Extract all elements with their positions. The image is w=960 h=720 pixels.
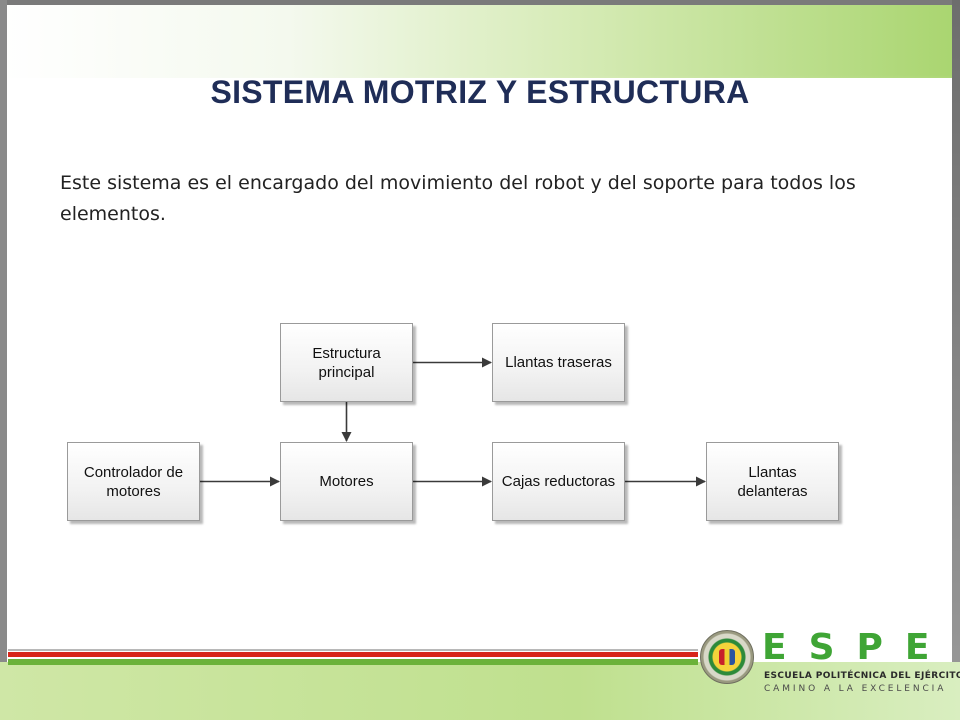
node-label: Llantas delanteras (737, 463, 808, 500)
logo-letters: ESPE (762, 627, 952, 668)
logo-institution-name: ESCUELA POLITÉCNICA DEL EJÉRCITO (764, 671, 960, 681)
slide-title: SISTEMA MOTRIZ Y ESTRUCTURA (210, 74, 750, 110)
slide-body-text: Este sistema es el encargado del movimie… (60, 172, 856, 225)
frame-top-border (0, 0, 960, 5)
logo-motto: CAMINO A LA EXCELENCIA (764, 684, 947, 694)
footer-gray-line (8, 649, 698, 651)
content-panel (7, 5, 952, 645)
frame-right-border (952, 0, 960, 720)
seal-shield-icon (719, 649, 735, 665)
espe-logo: ESPE ESCUELA POLITÉCNICA DEL EJÉRCITO CA… (700, 627, 960, 708)
footer-green-line (8, 659, 698, 665)
node-label: Motores (319, 473, 374, 490)
node-llantas-delanteras: Llantas delanteras (706, 442, 839, 521)
footer-green-band (0, 662, 960, 720)
node-cajas: Cajas reductoras (492, 442, 625, 521)
node-llantas-traseras: Llantas traseras (492, 323, 625, 402)
frame-left-border (0, 0, 7, 720)
node-motores: Motores (280, 442, 413, 521)
footer-red-line (8, 652, 698, 657)
node-label: Cajas reductoras (501, 473, 616, 490)
node-label: Llantas traseras (505, 354, 612, 371)
espe-seal-icon (700, 630, 754, 684)
